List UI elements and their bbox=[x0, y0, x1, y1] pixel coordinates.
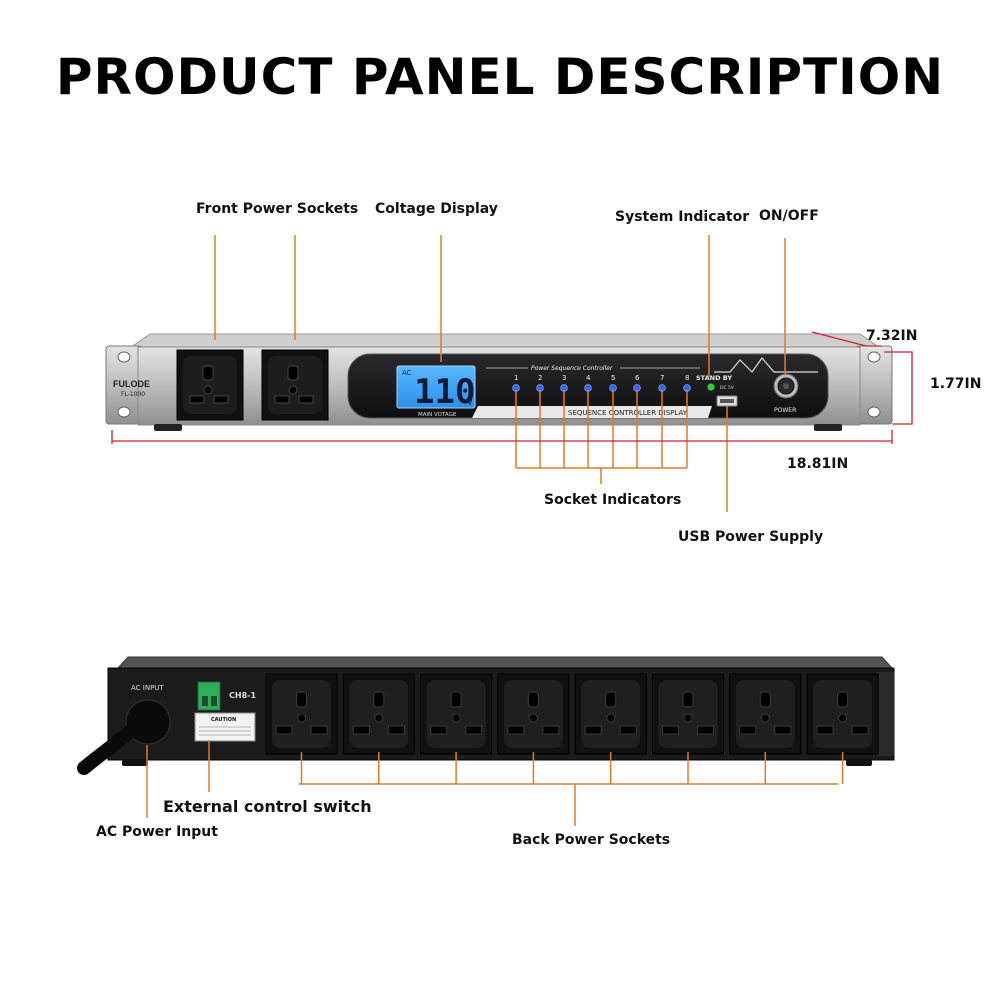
back-socket bbox=[574, 673, 647, 755]
back-socket bbox=[265, 673, 338, 755]
system-indicator-label: System Indicator bbox=[615, 209, 750, 225]
width-dimension: 18.81IN bbox=[787, 456, 849, 472]
lcd-caption: MAIN VOTAGE bbox=[418, 412, 457, 418]
channel-number: 2 bbox=[538, 374, 542, 382]
front-panel: AC 110 V MAIN VOTAGE Power Sequence Cont… bbox=[105, 333, 893, 431]
channel-number: 8 bbox=[685, 374, 689, 382]
back-callout-lines bbox=[146, 740, 844, 826]
front-callout-lines bbox=[214, 235, 786, 512]
caution-text: CAUTION bbox=[211, 717, 236, 723]
lcd-unit: V bbox=[467, 398, 473, 407]
brand-name: FULODE bbox=[113, 379, 150, 389]
channel-tag: CH8-1 bbox=[229, 691, 256, 700]
back-sockets bbox=[265, 673, 879, 755]
front-power-sockets-label: Front Power Sockets bbox=[196, 201, 359, 217]
channel-number: 1 bbox=[514, 374, 518, 382]
front-socket bbox=[176, 349, 244, 421]
front-socket bbox=[261, 349, 329, 421]
standby-text: STAND BY bbox=[696, 374, 732, 382]
socket-indicators-label: Socket Indicators bbox=[544, 492, 682, 508]
usb-power-supply-label: USB Power Supply bbox=[678, 529, 824, 545]
standby-led bbox=[707, 383, 715, 391]
channel-number: 5 bbox=[611, 374, 615, 382]
voltage-lcd bbox=[396, 365, 476, 409]
voltage-display-label: Coltage Display bbox=[375, 201, 498, 217]
external-control-switch-label: External control switch bbox=[163, 797, 372, 816]
back-socket bbox=[420, 673, 493, 755]
back-socket bbox=[806, 673, 879, 755]
back-socket bbox=[342, 673, 415, 755]
back-socket bbox=[497, 673, 570, 755]
depth-dimension: 7.32IN bbox=[866, 328, 918, 344]
back-socket bbox=[652, 673, 724, 755]
page-title: PRODUCT PANEL DESCRIPTION bbox=[55, 48, 945, 106]
channel-number: 6 bbox=[635, 374, 640, 382]
on-off-label: ON/OFF bbox=[759, 208, 819, 224]
back-power-sockets-label: Back Power Sockets bbox=[512, 832, 671, 848]
back-panel: AC INPUT CH8-1 CAUTION bbox=[77, 656, 895, 775]
channel-number: 7 bbox=[660, 374, 664, 382]
height-dimension: 1.77IN bbox=[930, 376, 982, 392]
dc5v-text: DC 5V bbox=[720, 385, 735, 391]
power-text: POWER bbox=[774, 407, 796, 414]
back-socket bbox=[729, 673, 802, 755]
power-cord bbox=[77, 723, 139, 775]
lcd-ac-text: AC bbox=[402, 369, 412, 377]
ac-input-text: AC INPUT bbox=[131, 684, 164, 692]
ac-power-input-label: AC Power Input bbox=[96, 824, 218, 840]
lcd-value: 110 bbox=[414, 372, 475, 412]
model-name: FL-1000 bbox=[121, 391, 145, 398]
controller-title: Power Sequence Controller bbox=[531, 365, 613, 372]
channel-number: 3 bbox=[562, 374, 566, 382]
display-caption: SEQUENCE CONTROLLER DISPLAY bbox=[568, 409, 688, 417]
dimension-lines bbox=[111, 331, 913, 444]
channel-number: 4 bbox=[586, 374, 591, 382]
